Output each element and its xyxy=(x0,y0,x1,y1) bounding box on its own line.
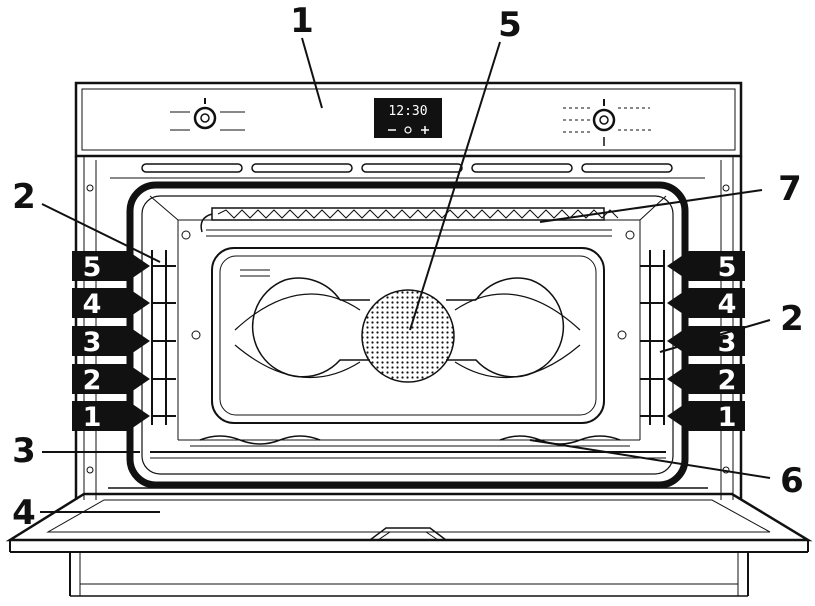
callout-grill-element: 7 xyxy=(778,169,802,209)
callout-side-rack-left: 2 xyxy=(12,177,36,217)
shelf-tag-left-1: 1 xyxy=(72,401,150,433)
callout-fan: 5 xyxy=(498,5,522,45)
shelf-tag-label: 1 xyxy=(718,402,737,433)
shelf-tag-left-4: 4 xyxy=(72,288,150,320)
shelf-tag-right-5: 5 xyxy=(667,251,745,283)
shelf-tag-right-2: 2 xyxy=(667,364,745,396)
left-knob-icon xyxy=(170,98,245,131)
leader-lines xyxy=(40,37,771,513)
shelf-tag-label: 3 xyxy=(83,327,102,358)
shelf-tag-label: 2 xyxy=(83,365,102,396)
lower-element xyxy=(150,451,666,459)
callout-door: 4 xyxy=(12,493,36,533)
callout-control-panel: 1 xyxy=(290,1,314,41)
shelf-tag-label: 5 xyxy=(718,252,737,283)
callout-lower-element: 3 xyxy=(12,431,36,471)
shelf-tag-label: 4 xyxy=(718,289,737,320)
oven-door xyxy=(5,487,813,597)
shelf-tag-left-2: 2 xyxy=(72,364,150,396)
shelf-tag-label: 5 xyxy=(83,252,102,283)
shelf-tag-left-5: 5 xyxy=(72,251,150,283)
shelf-tag-label: 2 xyxy=(718,365,737,396)
grill-element xyxy=(200,207,619,237)
callout-bottom-heater: 6 xyxy=(780,461,804,501)
shelf-tag-left-3: 3 xyxy=(72,326,150,358)
side-rack-right xyxy=(640,250,665,425)
timer-display: 12:30 xyxy=(374,98,442,138)
side-rack-left xyxy=(151,250,176,425)
shelf-tag-right-1: 1 xyxy=(667,401,745,433)
right-knob-icon xyxy=(563,99,652,146)
shelf-tag-label: 4 xyxy=(83,289,102,320)
display-time: 12:30 xyxy=(388,104,427,119)
fan-icon xyxy=(361,289,455,383)
control-panel: 12:30 xyxy=(74,81,743,158)
shelf-tag-right-4: 4 xyxy=(667,288,745,320)
shelf-tag-label: 1 xyxy=(83,402,102,433)
callout-side-rack-right: 2 xyxy=(780,299,804,339)
fan-cover-panel xyxy=(211,247,605,424)
